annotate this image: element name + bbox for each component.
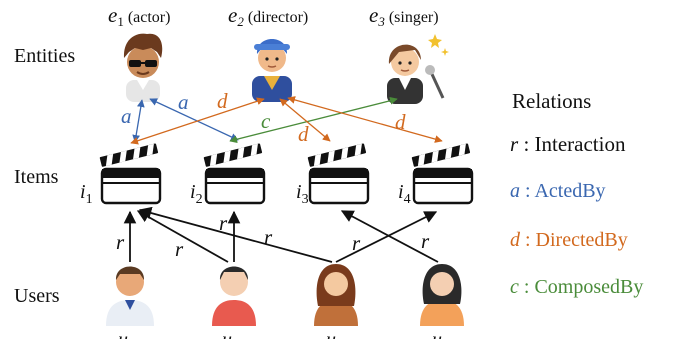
director-icon [252,39,292,102]
edge-interaction-u2-i1 [136,210,229,263]
legend-entry-interaction: r : Interaction [510,132,626,156]
legend-entry-composed-by: c : ComposedBy [510,276,643,298]
row-label-entities: Entities [14,45,75,67]
edge-label-r5: r [352,231,361,255]
edge-label-d1: d [217,89,228,113]
edge-acted-by-e1-i1 [132,99,145,143]
user-label-2: u2 [222,329,239,339]
row-label-users: Users [14,285,60,307]
clapperboard-icon-4 [410,142,474,205]
edge-label-r2: r [175,237,184,261]
edge-label-a1: a [121,104,132,128]
clapperboard-icon-2 [202,142,266,205]
entity-label-3: e3 (singer) [369,3,439,29]
edge-label-a2: a [178,90,189,114]
entity-label-2: e2 (director) [228,3,308,29]
edge-directed-by-e2-i4 [287,96,443,143]
legend-entry-acted-by: a : ActedBy [510,180,606,202]
edge-interaction-u3-i4 [335,211,438,263]
item-label-2: i2 [190,181,203,207]
user-female-icon-1 [314,264,358,326]
clapperboard-icon-3 [306,142,370,205]
edge-interaction-u4-i3 [340,210,439,263]
edge-directed-by-e2-i1 [130,97,265,145]
legend-entry-directed-by: d : DirectedBy [510,229,628,251]
user-label-3: u3 [326,329,343,339]
edge-label-d3: d [395,110,406,134]
edge-label-r3: r [219,211,228,235]
user-label-1: u1 [118,329,135,339]
edge-label-r1: r [116,230,125,254]
edge-label-c1: c [261,109,271,133]
item-label-1: i1 [80,181,93,207]
edge-interaction-u3-i1 [138,206,333,263]
entity-label-1: e1 (actor) [108,3,170,29]
clapperboard-icon-1 [98,142,162,205]
user-female-icon-2 [420,264,464,326]
item-label-4: i4 [398,181,411,207]
row-label-items: Items [14,166,59,188]
user-label-4: u4 [432,329,449,339]
item-label-3: i3 [296,181,309,207]
user-male-red-icon [212,266,256,326]
legend-title: Relations [512,89,591,113]
user-male-icon [106,266,154,326]
edge-label-r4: r [264,225,273,249]
edge-label-d2: d [298,122,309,146]
edge-label-r6: r [421,229,430,253]
singer-icon [387,34,449,104]
actor-icon [123,33,163,102]
